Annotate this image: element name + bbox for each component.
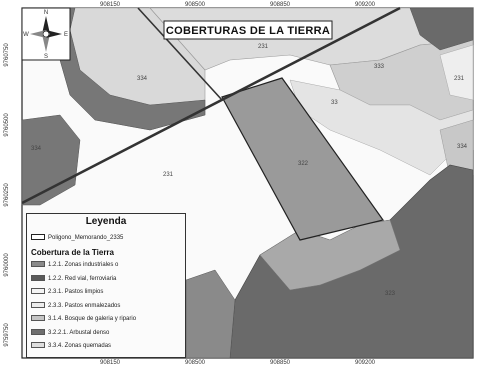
bottom-coord-1: 908150	[100, 360, 121, 366]
compass-s: S	[44, 54, 48, 60]
legend-swatch	[31, 274, 45, 281]
legend-item: 2.3.3. Pastos enmalezados	[31, 301, 121, 311]
title-box	[163, 20, 333, 40]
bottom-coord-4: 909200	[355, 360, 376, 366]
zone-label-231-top: 231	[258, 44, 269, 50]
memorandum-polygon	[221, 77, 385, 241]
zone-label-333: 333	[374, 64, 385, 70]
legend-item-label: 1.2.1. Zonas industriales o	[48, 262, 119, 268]
left-coord-3: 9760250	[4, 183, 10, 207]
zone-label-231-center: 231	[163, 172, 174, 178]
left-coord-5: 9759750	[4, 323, 10, 347]
bottom-coord-2: 908500	[185, 360, 206, 366]
legend-swatch	[31, 261, 45, 268]
zone-label-323: 323	[385, 291, 396, 297]
legend-item: 2.3.1. Pastos limpios	[31, 288, 103, 297]
legend-panel: Leyenda Poligono_Memorando_2335 Cobertur…	[26, 213, 186, 358]
legend-polygon-item: Poligono_Memorando_2335	[31, 234, 123, 243]
left-coord-2: 9760500	[4, 113, 10, 137]
compass-n: N	[44, 10, 48, 16]
legend-swatch	[31, 301, 45, 308]
zone-label-322: 322	[298, 161, 309, 167]
legend-item: 3.3.4. Zonas quemadas	[31, 342, 111, 351]
legend-item: 3.1.4. Bosque de galeria y ripario	[31, 315, 136, 324]
road-diagonal-long	[21, 6, 401, 205]
legend-item: 1.2.1. Zonas industriales o	[31, 261, 118, 270]
legend-polygon-label: Poligono_Memorando_2335	[48, 235, 124, 241]
top-coord-1: 908150	[100, 2, 121, 8]
top-coord-2: 908500	[185, 2, 206, 8]
legend-item-label: 1.2.2. Red vial, ferroviaria	[48, 275, 117, 282]
zone-label-334-left: 334	[31, 146, 42, 152]
zone-label-33: 33	[331, 100, 338, 106]
legend-item-label: 2.3.3. Pastos enmalezados	[48, 302, 121, 309]
legend-item-label: 3.2.2.1. Arbustal denso	[48, 329, 110, 336]
compass-e: E	[64, 32, 68, 38]
legend-swatch	[31, 328, 45, 335]
zone-dark-top-right	[409, 7, 474, 51]
compass-w: W	[23, 32, 29, 38]
top-coord-3: 908850	[270, 2, 291, 8]
zone-dark-left	[21, 114, 81, 206]
zone-label-334: 334	[137, 76, 148, 82]
legend-swatch	[31, 288, 45, 295]
bottom-coord-3: 908850	[270, 360, 291, 366]
zone-dark-bottom-left	[185, 269, 236, 359]
map-title: COBERTURAS DE LA TIERRA	[166, 25, 330, 37]
legend-item-label: 3.1.4. Bosque de galeria y ripario	[48, 316, 137, 322]
zone-label-334-right: 334	[457, 144, 468, 150]
legend-item: 1.2.2. Red vial, ferroviaria	[31, 274, 117, 284]
zone-label-231-right: 231	[454, 76, 465, 82]
legend-title: Leyenda	[85, 216, 127, 227]
left-coord-1: 9760750	[4, 43, 10, 67]
left-coord-4: 9760000	[4, 253, 10, 277]
north-arrow: N S E W	[21, 7, 71, 61]
legend-item-label: 2.3.1. Pastos limpios	[48, 289, 104, 295]
road-diagonal-short	[137, 7, 223, 101]
legend-swatch	[31, 315, 45, 322]
legend-polygon-swatch	[31, 234, 45, 241]
legend-item-label: 3.3.4. Zonas quemadas	[48, 343, 112, 349]
legend-swatch	[31, 342, 45, 349]
legend-subtitle: Cobertura de la Tierra	[31, 248, 114, 257]
top-coord-4: 909200	[355, 2, 376, 8]
legend-item: 3.2.2.1. Arbustal denso	[31, 328, 110, 338]
compass-north-icon	[42, 16, 50, 34]
zone-231-right	[439, 44, 474, 101]
